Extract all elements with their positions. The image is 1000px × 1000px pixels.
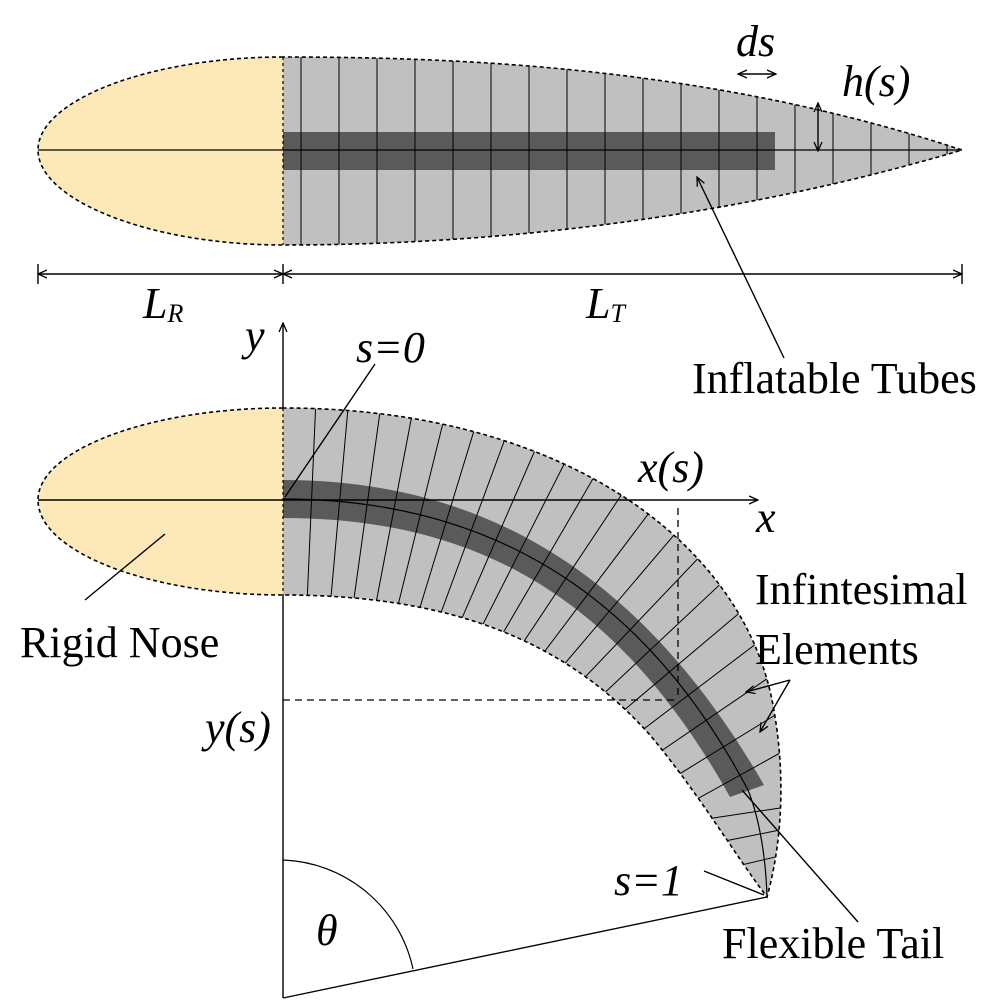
flexible-tail-leader [741,789,859,923]
h-s-label: h(s) [842,57,910,106]
body-outline-top [37,56,965,246]
s-one-leader [703,870,765,896]
infinitesimal-elements-arrow-1 [746,679,791,692]
flexible-tail-bent [283,408,781,897]
y-axis-label: y [241,311,265,360]
theta-ray [282,896,768,999]
infinitesimal-elements-label-line1: Infintesimal [755,565,968,614]
inflatable-tubes-leader [697,177,785,359]
s-zero-label: s=0 [356,323,425,372]
y-s-label: y(s) [201,703,271,752]
bent-body-diagram: y x s=0 x(s) y(s) Infintesimal Elements … [20,311,968,999]
lt-label: LT [585,279,626,328]
ds-label: ds [736,17,775,66]
x-s-label: x(s) [637,443,704,492]
rigid-nose-bent [38,408,283,595]
straight-body-diagram: ds h(s) LR LT Inflatable Tubes [38,17,977,403]
infinitesimal-elements-label-line2: Elements [755,625,919,674]
lr-label: LR [142,279,183,328]
inflatable-tubes-label: Inflatable Tubes [692,354,977,403]
rigid-nose-top [38,57,283,245]
infinitesimal-elements-arrow-2 [760,679,791,732]
x-axis-label: x [755,493,776,542]
s-zero-leader [284,363,376,498]
s-one-label: s=1 [614,856,683,905]
theta-arc [282,859,414,970]
flexible-tail-label: Flexible Tail [722,919,944,968]
body-outline-bent [37,407,782,899]
theta-label: θ [316,906,338,955]
body-centerline-bent [282,498,768,898]
rigid-nose-label: Rigid Nose [20,618,219,667]
rigid-nose-leader [84,533,166,601]
element-divider [699,804,781,821]
